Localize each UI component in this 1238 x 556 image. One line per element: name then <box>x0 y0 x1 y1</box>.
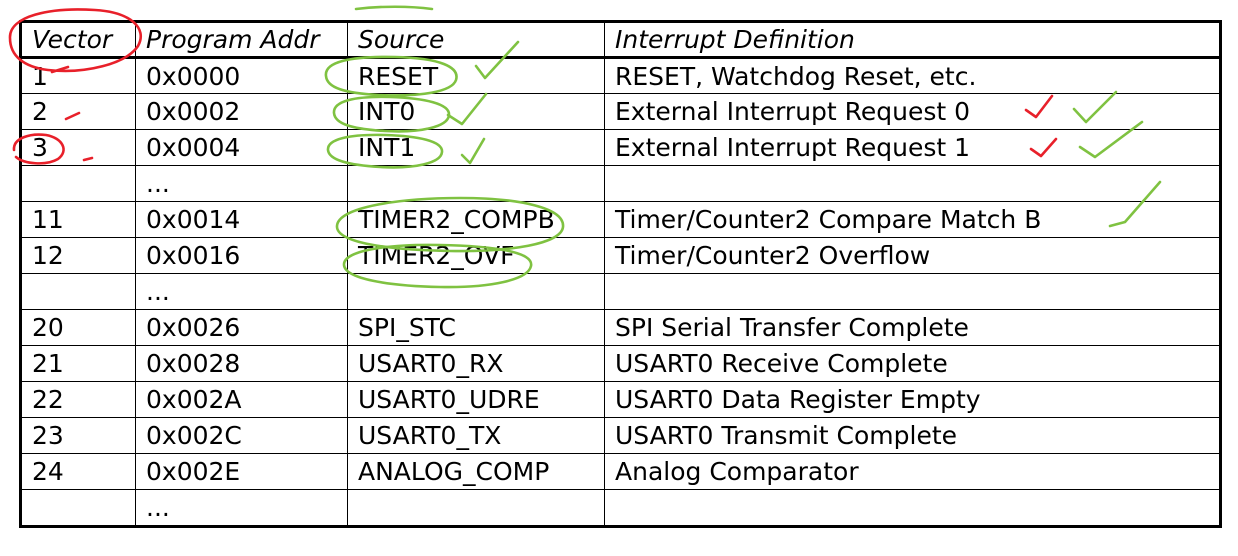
cell-vector: 24 <box>20 453 136 490</box>
header-source: Source <box>347 21 605 59</box>
cell-source: SPI_STC <box>347 309 605 346</box>
header-program-addr: Program Addr <box>135 21 348 59</box>
cell-source: RESET <box>347 57 605 94</box>
header-interrupt-definition: Interrupt Definition <box>604 21 1221 59</box>
cell-program-addr: 0x0004 <box>135 129 348 166</box>
cell-definition <box>604 273 1221 310</box>
cell-definition: SPI Serial Transfer Complete <box>604 309 1221 346</box>
cell-program-addr: 0x0000 <box>135 57 348 94</box>
cell-vector: 2 <box>20 93 136 130</box>
cell-vector <box>20 273 136 310</box>
cell-program-addr: 0x002A <box>135 381 348 418</box>
cell-source: INT1 <box>347 129 605 166</box>
cell-definition: RESET, Watchdog Reset, etc. <box>604 57 1221 94</box>
cell-definition: USART0 Transmit Complete <box>604 417 1221 454</box>
table-row: 2 0x0002 INT0 External Interrupt Request… <box>20 93 1221 130</box>
cell-source <box>347 165 605 202</box>
cell-vector: 11 <box>20 201 136 238</box>
cell-source <box>347 489 605 527</box>
table-row: 21 0x0028 USART0_RX USART0 Receive Compl… <box>20 345 1221 382</box>
cell-definition <box>604 489 1221 527</box>
cell-vector <box>20 165 136 202</box>
cell-source: INT0 <box>347 93 605 130</box>
header-vector: Vector <box>20 21 136 59</box>
cell-definition: External Interrupt Request 0 <box>604 93 1221 130</box>
table-row: 20 0x0026 SPI_STC SPI Serial Transfer Co… <box>20 309 1221 346</box>
cell-definition: External Interrupt Request 1 <box>604 129 1221 166</box>
cell-definition <box>604 165 1221 202</box>
cell-vector: 1 <box>20 57 136 94</box>
cell-vector: 20 <box>20 309 136 346</box>
table-row: 23 0x002C USART0_TX USART0 Transmit Comp… <box>20 417 1221 454</box>
cell-program-addr: 0x002E <box>135 453 348 490</box>
cell-vector: 12 <box>20 237 136 274</box>
cell-vector <box>20 489 136 527</box>
table-row: 24 0x002E ANALOG_COMP Analog Comparator <box>20 453 1221 490</box>
table-row: 11 0x0014 TIMER2_COMPB Timer/Counter2 Co… <box>20 201 1221 238</box>
cell-vector: 23 <box>20 417 136 454</box>
cell-program-addr: 0x0026 <box>135 309 348 346</box>
cell-vector: 3 <box>20 129 136 166</box>
table-row: ... <box>20 489 1221 527</box>
cell-vector: 22 <box>20 381 136 418</box>
cell-definition: USART0 Data Register Empty <box>604 381 1221 418</box>
interrupt-vector-table: Vector Program Addr Source Interrupt Def… <box>19 20 1222 528</box>
table-row: 1 0x0000 RESET RESET, Watchdog Reset, et… <box>20 57 1221 94</box>
table-row: ... <box>20 165 1221 202</box>
cell-definition: Timer/Counter2 Compare Match B <box>604 201 1221 238</box>
cell-source: USART0_TX <box>347 417 605 454</box>
cell-source: USART0_RX <box>347 345 605 382</box>
cell-definition: Analog Comparator <box>604 453 1221 490</box>
cell-program-addr: ... <box>135 489 348 527</box>
cell-source: TIMER2_COMPB <box>347 201 605 238</box>
cell-vector: 21 <box>20 345 136 382</box>
cell-program-addr: ... <box>135 165 348 202</box>
cell-program-addr: 0x002C <box>135 417 348 454</box>
cell-definition: USART0 Receive Complete <box>604 345 1221 382</box>
table-header-row: Vector Program Addr Source Interrupt Def… <box>20 21 1221 59</box>
table-row: 22 0x002A USART0_UDRE USART0 Data Regist… <box>20 381 1221 418</box>
green-stroke-source-header <box>354 5 434 11</box>
table-row: 3 0x0004 INT1 External Interrupt Request… <box>20 129 1221 166</box>
cell-program-addr: 0x0016 <box>135 237 348 274</box>
cell-definition: Timer/Counter2 Overflow <box>604 237 1221 274</box>
cell-source <box>347 273 605 310</box>
cell-program-addr: 0x0028 <box>135 345 348 382</box>
table-row: ... <box>20 273 1221 310</box>
table-row: 12 0x0016 TIMER2_OVF Timer/Counter2 Over… <box>20 237 1221 274</box>
cell-program-addr: ... <box>135 273 348 310</box>
cell-source: TIMER2_OVF <box>347 237 605 274</box>
cell-program-addr: 0x0014 <box>135 201 348 238</box>
cell-source: USART0_UDRE <box>347 381 605 418</box>
cell-source: ANALOG_COMP <box>347 453 605 490</box>
cell-program-addr: 0x0002 <box>135 93 348 130</box>
